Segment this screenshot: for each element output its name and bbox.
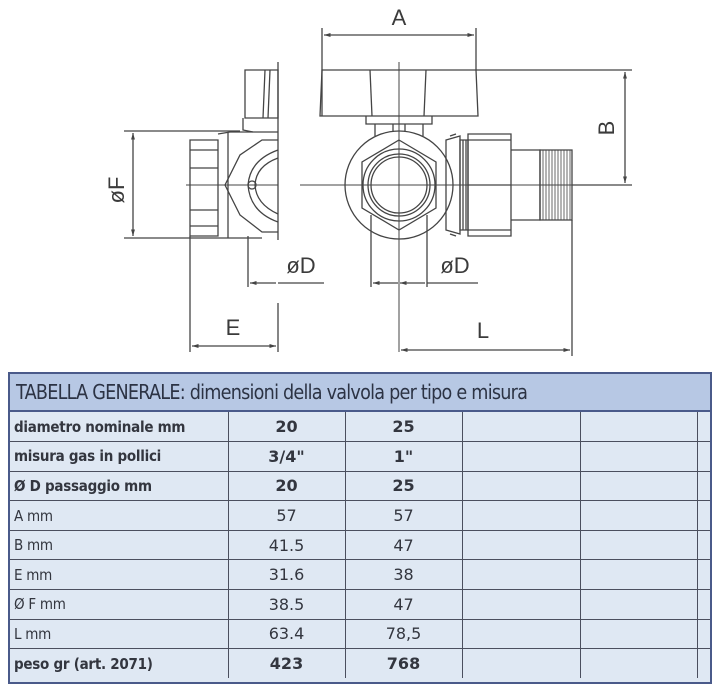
- value-cell: 25: [344, 412, 463, 443]
- row-label: B mm: [10, 529, 229, 561]
- dim-D-right: [370, 215, 478, 287]
- spacer-cell: [696, 470, 710, 502]
- label-A: A: [392, 5, 407, 30]
- table-title: TABELLA GENERALE: dimensioni della valvo…: [10, 374, 710, 412]
- value-cell: [579, 589, 698, 620]
- label-L: L: [477, 318, 489, 343]
- value-cell: [579, 470, 698, 502]
- spacer-cell: [696, 589, 710, 620]
- label-F: øF: [104, 177, 129, 204]
- dim-E: [189, 236, 279, 352]
- value-cell: 38.5: [227, 589, 346, 620]
- value-cell: [461, 412, 581, 443]
- value-cell: 78,5: [344, 618, 463, 650]
- label-D-right: øD: [440, 253, 469, 278]
- value-cell: 25: [344, 470, 463, 502]
- value-cell: 47: [344, 529, 463, 561]
- spacer-cell: [696, 618, 710, 650]
- valve-technical-drawing: A B øF E L øD øD: [104, 5, 632, 356]
- row-label: L mm: [10, 618, 229, 650]
- spacer-cell: [696, 500, 710, 531]
- value-cell: [461, 470, 581, 502]
- value-cell: [461, 618, 581, 650]
- label-D-left: øD: [286, 253, 315, 278]
- value-cell: [579, 559, 698, 591]
- label-B: B: [594, 121, 619, 136]
- row-label-text: Ø D passaggio mm: [14, 476, 152, 495]
- value-cell: 31.6: [227, 559, 346, 591]
- value-cell: 20: [227, 412, 346, 443]
- row-label-text: misura gas in pollici: [14, 447, 162, 466]
- dim-B: [476, 69, 632, 186]
- value-cell: 57: [227, 500, 346, 531]
- row-label-text: Ø F mm: [14, 595, 66, 614]
- row-label: misura gas in pollici: [10, 441, 229, 472]
- value-cell: [579, 618, 698, 650]
- value-cell: [461, 648, 581, 679]
- row-label-text: B mm: [14, 536, 53, 555]
- value-cell: [579, 529, 698, 561]
- spacer-cell: [696, 559, 710, 591]
- dim-L: [401, 220, 573, 356]
- table-row: misura gas in pollici 3/4"1": [10, 441, 710, 472]
- value-cell: [579, 412, 698, 443]
- value-cell: 1": [344, 441, 463, 472]
- row-label-text: E mm: [14, 565, 53, 584]
- label-E: E: [226, 315, 241, 340]
- spacer-cell: [696, 529, 710, 561]
- dim-D-left: [247, 236, 324, 287]
- row-label-text: A mm: [14, 506, 53, 525]
- value-cell: 63.4: [227, 618, 346, 650]
- value-cell: [461, 529, 581, 561]
- value-cell: 57: [344, 500, 463, 531]
- value-cell: 423: [227, 648, 346, 679]
- value-cell: [461, 441, 581, 472]
- value-cell: [579, 441, 698, 472]
- value-cell: 20: [227, 470, 346, 502]
- table-title-text: TABELLA GENERALE: dimensioni della valvo…: [16, 380, 528, 404]
- row-label: Ø D passaggio mm: [10, 470, 229, 502]
- value-cell: 768: [344, 648, 463, 679]
- value-cell: 41.5: [227, 529, 346, 561]
- row-label-text: diametro nominale mm: [14, 417, 186, 436]
- row-label-text: peso gr (art. 2071): [14, 654, 153, 673]
- value-cell: [461, 589, 581, 620]
- row-label: diametro nominale mm: [10, 412, 229, 443]
- value-cell: [461, 500, 581, 531]
- dimensions-table: TABELLA GENERALE: dimensioni della valvo…: [8, 372, 712, 684]
- dim-F: [124, 130, 240, 239]
- row-label: peso gr (art. 2071): [10, 648, 229, 679]
- row-label: A mm: [10, 500, 229, 531]
- row-label-text: L mm: [14, 624, 52, 643]
- value-cell: [461, 559, 581, 591]
- spacer-cell: [696, 412, 710, 443]
- dim-A: [321, 28, 477, 116]
- valve-front-view: [300, 62, 630, 352]
- value-cell: 38: [344, 559, 463, 591]
- value-cell: [579, 648, 698, 679]
- valve-side-view: [186, 62, 279, 240]
- value-cell: [579, 500, 698, 531]
- value-cell: 47: [344, 589, 463, 620]
- valve-drawing-svg: A B øF E L øD øD: [104, 5, 632, 356]
- row-label: E mm: [10, 559, 229, 591]
- row-label: Ø F mm: [10, 589, 229, 620]
- spacer-cell: [696, 648, 710, 679]
- spacer-cell: [696, 441, 710, 472]
- value-cell: 3/4": [227, 441, 346, 472]
